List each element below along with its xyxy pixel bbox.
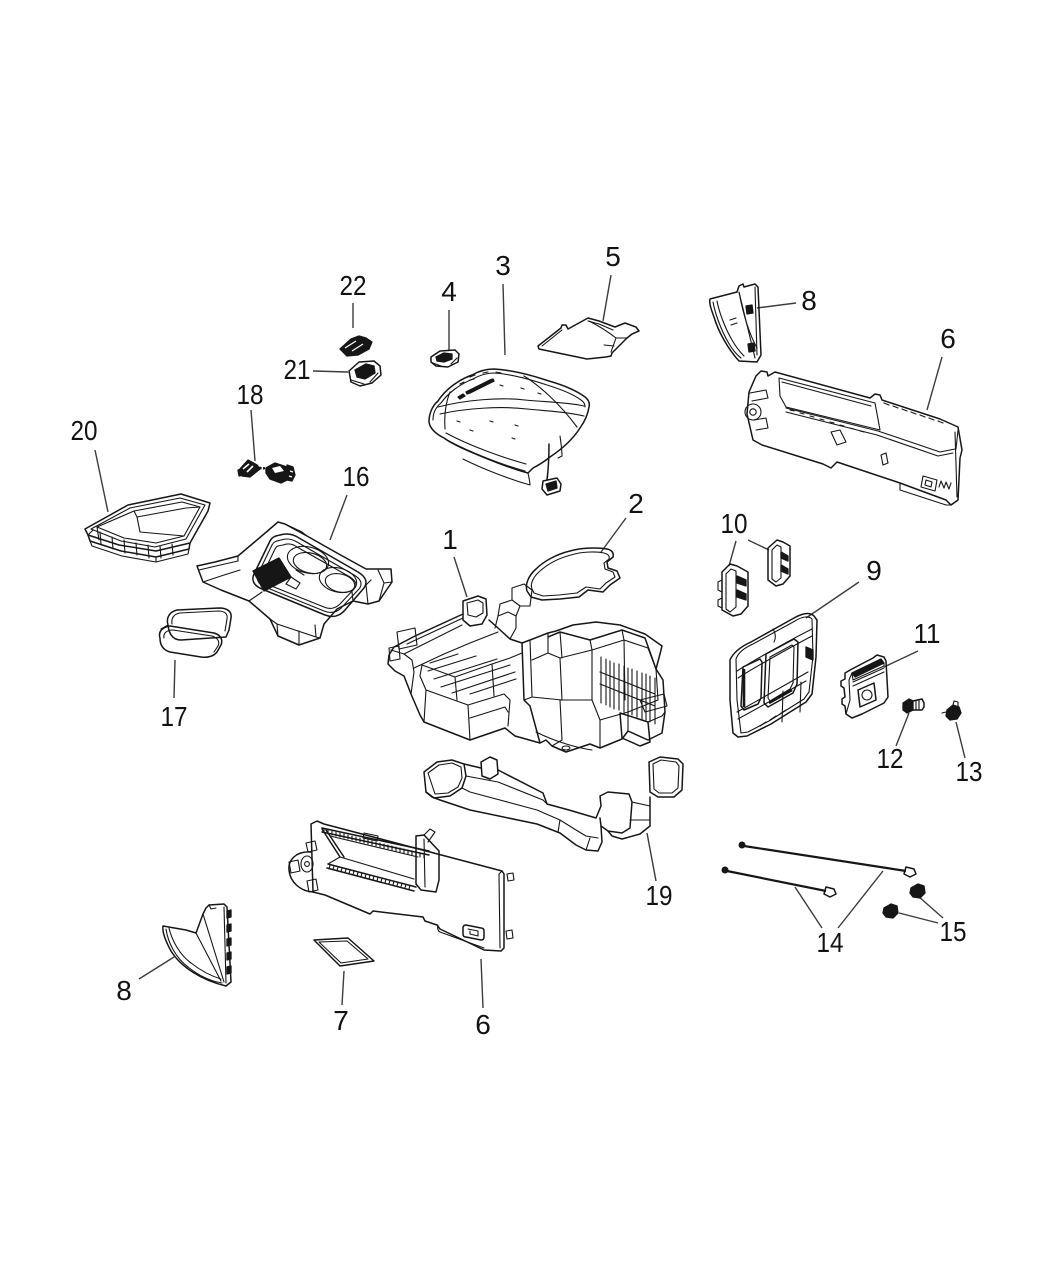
svg-text:6: 6: [940, 323, 956, 354]
svg-text:12: 12: [877, 743, 904, 774]
svg-text:20: 20: [71, 415, 98, 446]
svg-text:7: 7: [333, 1005, 349, 1036]
svg-text:13: 13: [956, 756, 983, 787]
svg-text:8: 8: [116, 975, 132, 1006]
svg-text:16: 16: [343, 461, 370, 492]
svg-text:1: 1: [442, 524, 458, 555]
svg-text:4: 4: [441, 276, 457, 307]
svg-text:8: 8: [801, 285, 817, 316]
svg-text:21: 21: [284, 354, 311, 385]
svg-text:9: 9: [866, 555, 882, 586]
svg-text:14: 14: [817, 927, 844, 958]
svg-text:6: 6: [475, 1009, 491, 1040]
svg-text:2: 2: [628, 488, 644, 519]
svg-text:17: 17: [161, 701, 188, 732]
svg-text:5: 5: [605, 241, 621, 272]
svg-text:11: 11: [914, 618, 941, 649]
svg-text:22: 22: [340, 270, 367, 301]
svg-text:18: 18: [237, 379, 264, 410]
svg-text:3: 3: [495, 250, 511, 281]
svg-text:19: 19: [646, 880, 673, 911]
svg-text:15: 15: [940, 916, 967, 947]
svg-text:10: 10: [721, 508, 748, 539]
